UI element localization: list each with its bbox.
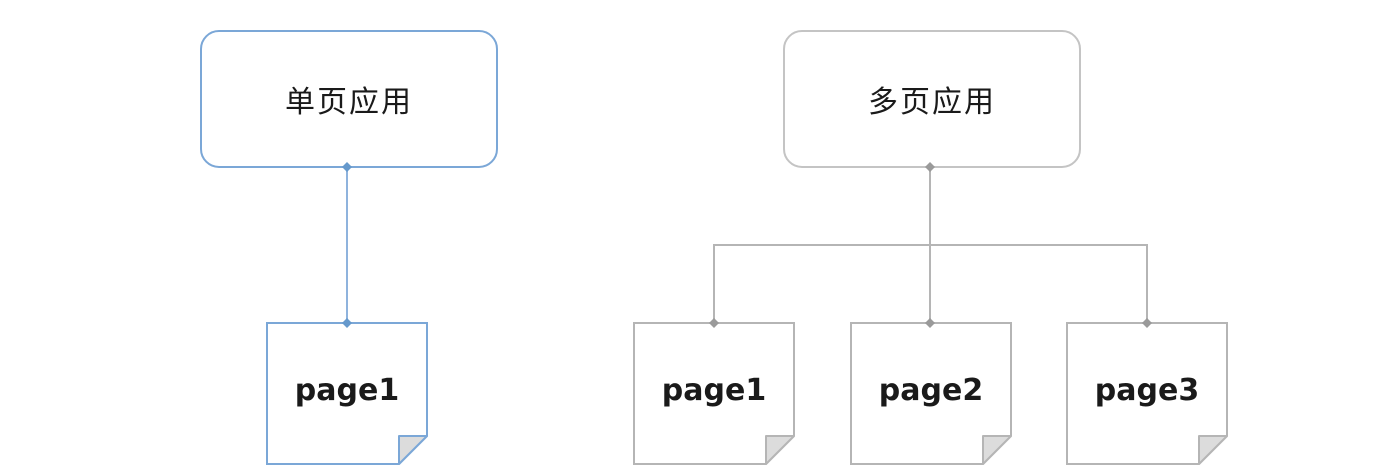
node-mpa-root[interactable] <box>783 30 1081 168</box>
junction-dot <box>1142 318 1152 328</box>
note-mpa-page3-fold-icon <box>1198 435 1228 465</box>
connector-mpa <box>713 167 1148 323</box>
junction-dot <box>342 162 352 172</box>
junction-dot <box>709 318 719 328</box>
note-mpa-page2[interactable] <box>850 322 1012 465</box>
junction-dot <box>925 162 935 172</box>
junction-dot-group <box>342 162 1152 328</box>
note-spa-page1-fold-icon <box>398 435 428 465</box>
node-spa-root[interactable] <box>200 30 498 168</box>
junction-dot <box>925 318 935 328</box>
note-mpa-page1[interactable] <box>633 322 795 465</box>
note-mpa-page2-fold-icon <box>982 435 1012 465</box>
junction-dot <box>342 318 352 328</box>
note-spa-page1[interactable] <box>266 322 428 465</box>
connector-mpa-bus <box>713 244 1148 323</box>
note-mpa-page3[interactable] <box>1066 322 1228 465</box>
note-mpa-page1-fold-icon <box>765 435 795 465</box>
